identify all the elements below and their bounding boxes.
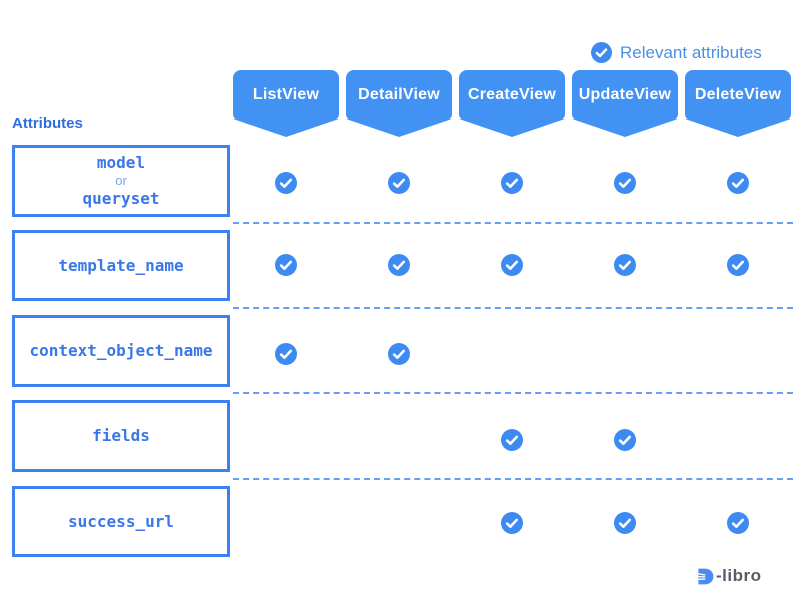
attribute-box-success-url: success_url [12, 486, 230, 557]
check-icon [614, 254, 636, 276]
check-icon [501, 429, 523, 451]
column-header-detailview: DetailView [346, 70, 452, 137]
check-icon [388, 172, 410, 194]
check-icon [501, 254, 523, 276]
attribute-box-template-name: template_name [12, 230, 230, 301]
attributes-column-title: Attributes [12, 115, 83, 132]
attribute-name: queryset [82, 189, 160, 208]
d-libro-logo: -libro [696, 566, 762, 586]
legend: Relevant attributes [591, 42, 762, 63]
attribute-name: context_object_name [29, 341, 213, 360]
attribute-box-context-object-name: context_object_name [12, 315, 230, 387]
column-header-label: CreateView [468, 86, 556, 103]
check-icon [388, 343, 410, 365]
check-circle-icon [591, 42, 612, 63]
legend-label: Relevant attributes [620, 42, 762, 62]
column-header-updateview: UpdateView [572, 70, 678, 137]
check-icon [614, 172, 636, 194]
check-icon [614, 429, 636, 451]
attribute-box-fields: fields [12, 400, 230, 472]
attribute-name: success_url [68, 511, 174, 531]
row-separator [233, 307, 793, 309]
check-icon [727, 254, 749, 276]
check-icon [727, 512, 749, 534]
column-header-createview: CreateView [459, 70, 565, 137]
check-icon [727, 172, 749, 194]
attribute-name: model [96, 153, 146, 172]
column-header-label: DeleteView [694, 86, 782, 103]
check-icon [275, 172, 297, 194]
column-header-label: ListView [252, 86, 320, 103]
column-header-deleteview: DeleteView [685, 70, 791, 137]
column-header-listview: ListView [233, 70, 339, 137]
check-icon [275, 343, 297, 365]
attribute-name: fields [92, 426, 150, 445]
check-icon [501, 172, 523, 194]
logo-text: -libro [716, 566, 762, 585]
row-separator [233, 478, 793, 480]
row-separator [233, 222, 793, 224]
attribute-box-model-queryset: model or queryset [12, 145, 230, 217]
check-icon [275, 254, 297, 276]
column-header-label: UpdateView [578, 86, 672, 103]
column-header-label: DetailView [358, 86, 440, 103]
check-icon [501, 512, 523, 534]
attribute-connector: or [115, 173, 127, 188]
check-icon [614, 512, 636, 534]
attribute-name: template_name [58, 255, 184, 275]
row-separator [233, 392, 793, 394]
d-libro-logo-icon [696, 567, 715, 586]
check-icon [388, 254, 410, 276]
